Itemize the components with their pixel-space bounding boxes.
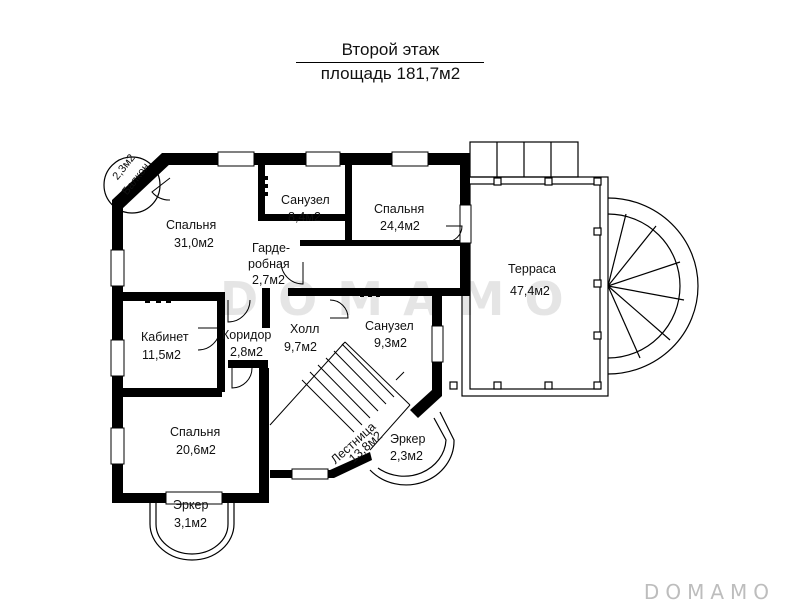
windows (110, 151, 472, 505)
watermark: DOMAMO (220, 272, 584, 326)
doors (151, 177, 463, 389)
title-divider (296, 62, 484, 63)
floor-title: Второй этаж (341, 40, 440, 59)
terrace-posts (449, 177, 602, 390)
bay-windows (103, 156, 455, 561)
bath2-area: 9,3м2 (374, 336, 407, 350)
office-area: 11,5м2 (142, 348, 181, 362)
brand-logo: DOMAMO (643, 580, 775, 604)
bedroom3-name: Спальня (170, 425, 221, 439)
bath2-name: Санузел (365, 319, 414, 333)
bedroom2-area: 24,4м2 (380, 219, 420, 233)
wardrobe-name-2: робная (248, 257, 290, 271)
bay2-name: Эркер (173, 498, 209, 512)
main-staircase (269, 341, 411, 451)
terrace-name: Терраса (508, 262, 556, 276)
floor-area: площадь 181,7м2 (320, 64, 461, 83)
terrace-area: 47,4м2 (510, 284, 550, 298)
fixtures (145, 176, 380, 416)
hall-name: Холл (290, 322, 320, 336)
bedroom1-area: 31,0м2 (174, 236, 214, 250)
spiral-staircase (607, 197, 699, 375)
bedroom1-name: Спальня (166, 218, 217, 232)
corridor-area: 2,8м2 (230, 345, 263, 359)
wardrobe-area: 2,7м2 (252, 273, 285, 287)
bath1-name: Санузел (281, 193, 330, 207)
bay1-area: 2,3м2 (390, 449, 423, 463)
bedroom3-area: 20,6м2 (176, 443, 216, 457)
hall-area: 9,7м2 (284, 340, 317, 354)
bay1-name: Эркер (390, 432, 426, 446)
office-name: Кабинет (141, 330, 189, 344)
bedroom2-name: Спальня (374, 202, 425, 216)
corridor-name: Коридор (222, 328, 272, 342)
bay2-area: 3,1м2 (174, 516, 207, 530)
bath1-area: 8,4м2 (288, 210, 321, 224)
wardrobe-name-1: Гарде- (252, 241, 291, 255)
